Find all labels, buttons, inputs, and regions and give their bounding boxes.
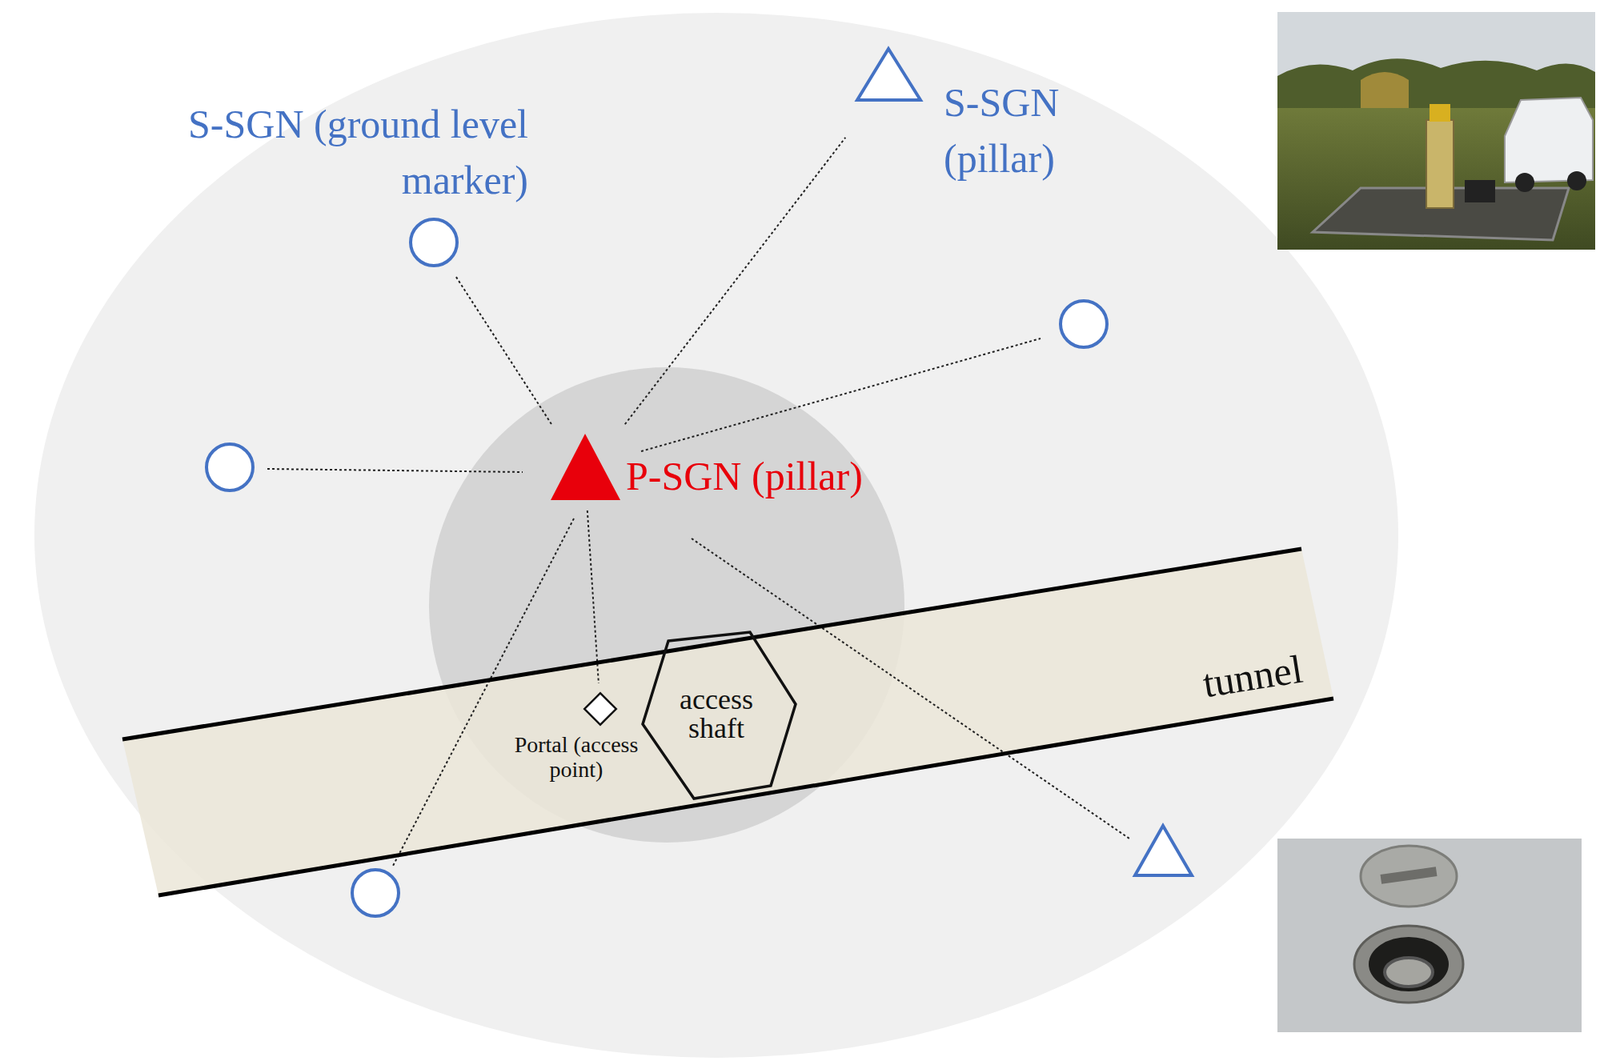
secondary-markers xyxy=(206,300,1192,917)
tunnel-wall xyxy=(158,698,1334,896)
node-label: S-SGN (ground level marker) xyxy=(104,96,529,209)
photo-wheel xyxy=(1515,172,1535,193)
ground-marker-symbol xyxy=(410,219,458,266)
photo-pillar xyxy=(1426,120,1454,209)
pillar-symbol xyxy=(1134,826,1192,876)
photo-car xyxy=(1504,97,1593,183)
access-shaft: access shaft xyxy=(640,629,801,802)
photo-cap-slot xyxy=(1380,866,1438,885)
ground-marker-symbol xyxy=(352,870,399,917)
sight-line xyxy=(267,469,523,473)
node-label: P-SGN (pillar) xyxy=(625,448,919,505)
photo-instrument xyxy=(1429,104,1451,122)
photo-socket xyxy=(1354,926,1464,1003)
secondary-ground-marker: S-SGN (ground level marker) xyxy=(104,96,537,273)
sight-lines xyxy=(267,338,1130,867)
primary-pillar: P-SGN (pillar) xyxy=(544,428,921,506)
photo-wheel xyxy=(1567,171,1587,191)
pillar-symbol xyxy=(550,433,621,501)
photo-case xyxy=(1464,180,1496,203)
pillar-photo xyxy=(1277,12,1596,250)
portal-symbol xyxy=(584,693,617,726)
shaft-outline xyxy=(642,632,796,799)
tunnel-band: tunnelaccess shaftPortal (access point) xyxy=(120,544,1341,901)
node-label: access shaft xyxy=(668,685,765,743)
sight-line xyxy=(455,276,552,425)
photo-surface xyxy=(1277,838,1582,1033)
outer-zone xyxy=(34,12,1399,1059)
tunnel-fill xyxy=(122,549,1334,896)
portal: Portal (access point) xyxy=(500,688,654,789)
ground-marker-symbol xyxy=(206,444,253,491)
marker-photo xyxy=(1277,838,1582,1033)
node-label: S-SGN (pillar) xyxy=(943,74,1104,187)
photo-cap xyxy=(1360,846,1457,907)
secondary-pillar: S-SGN (pillar) xyxy=(848,41,1113,194)
photo-hole xyxy=(1368,937,1449,992)
ground-marker-symbol xyxy=(1060,300,1107,348)
sight-line xyxy=(587,510,599,684)
photo-ring xyxy=(1384,958,1433,987)
sight-line xyxy=(641,338,1041,452)
pillar-symbol xyxy=(857,48,921,101)
photo-sky xyxy=(1277,12,1596,250)
photo-trees xyxy=(1360,72,1409,109)
sight-line xyxy=(625,137,847,425)
node-label: Portal (access point) xyxy=(500,733,653,783)
